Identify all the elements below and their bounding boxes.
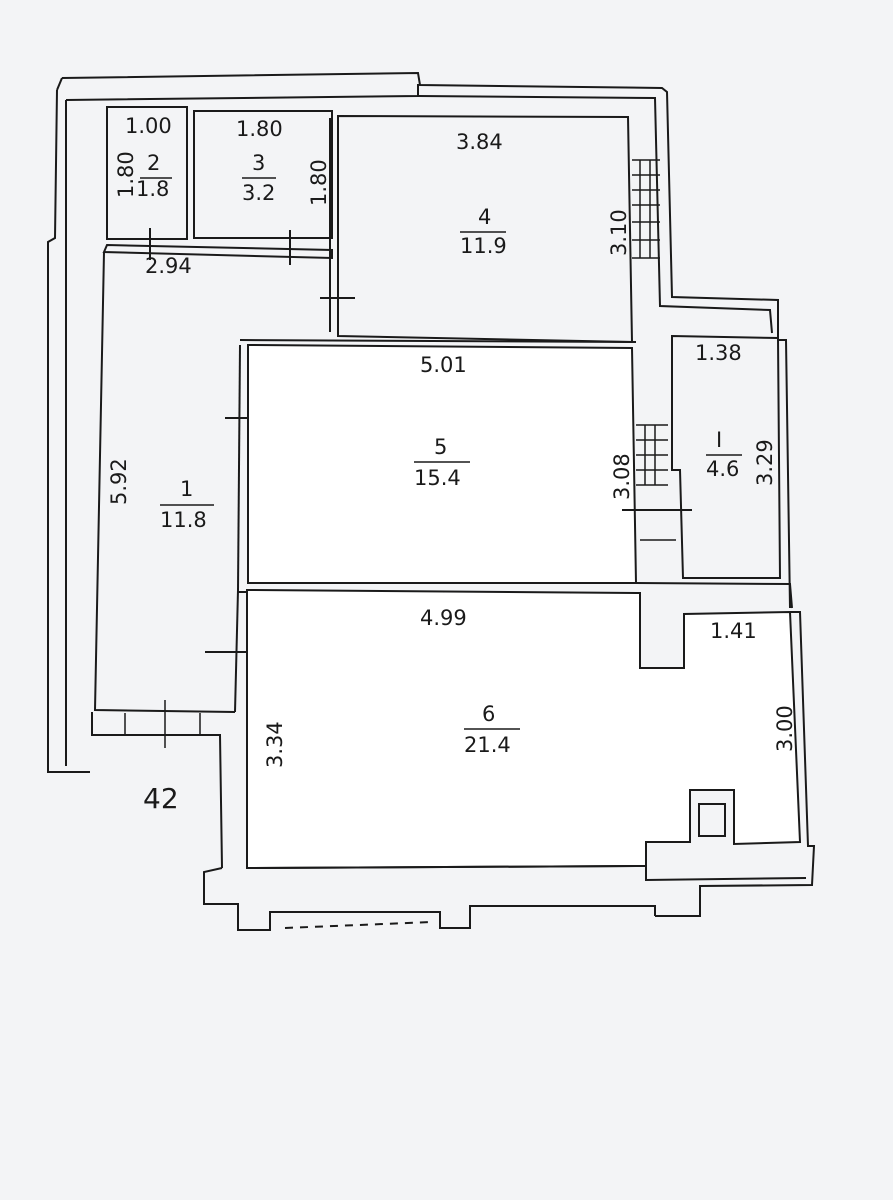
room-5-number: 5 (434, 435, 447, 459)
room3-width-label: 1.80 (236, 117, 283, 141)
corridor-walls (102, 228, 355, 299)
room-1-area: 11.8 (160, 508, 207, 532)
room-6-number: 6 (482, 702, 495, 726)
room-4-area: 11.9 (460, 234, 507, 258)
room-6-area: 21.4 (464, 733, 511, 757)
room5-height-label: 3.08 (610, 453, 634, 500)
room2-height-label: 1.80 (114, 151, 138, 198)
room-3-outline (193, 110, 333, 239)
room-3-area: 3.2 (242, 181, 275, 205)
room2-width-label: 1.00 (125, 114, 172, 138)
room6-width-label: 4.99 (420, 606, 467, 630)
apartment-number: 42 (143, 782, 179, 815)
loggia-width-label: 1.38 (695, 341, 742, 365)
room1-width-label: 2.94 (145, 254, 192, 278)
room1-height-label: 5.92 (107, 458, 131, 505)
room4-height-label: 3.10 (607, 209, 631, 256)
room-loggia-number: I (716, 428, 722, 452)
loggia-height-label: 3.29 (753, 439, 777, 486)
room-loggia-area: 4.6 (706, 457, 739, 481)
room3-height-label: 1.80 (307, 159, 331, 206)
room-4-number: 4 (478, 205, 491, 229)
room-1-number: 1 (180, 477, 193, 501)
balcony-height-label: 3.00 (773, 705, 797, 752)
balcony-width-label: 1.41 (710, 619, 757, 643)
entry-block (91, 700, 223, 869)
room-6-outline (238, 582, 816, 917)
room6-height-label: 3.34 (263, 721, 287, 768)
room4-width-label: 3.84 (456, 130, 503, 154)
room-2-area: 1.8 (136, 177, 169, 201)
room-5-area: 15.4 (414, 466, 461, 490)
room5-width-label: 5.01 (420, 353, 467, 377)
room-2-number: 2 (147, 151, 160, 175)
bottom-walls (203, 865, 807, 931)
room-loggia-outline (671, 334, 791, 609)
outer-walls (47, 71, 779, 773)
room-3-number: 3 (252, 151, 265, 175)
room-2-outline (106, 106, 188, 240)
